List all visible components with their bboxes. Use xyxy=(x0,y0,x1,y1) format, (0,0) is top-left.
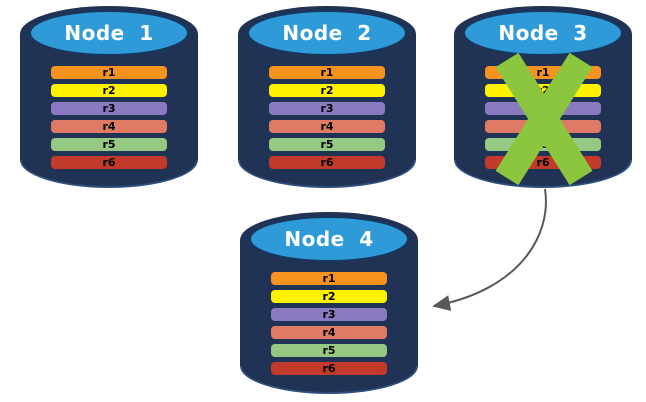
record-bar: r4 xyxy=(269,120,385,133)
record-bar: r1 xyxy=(51,66,167,79)
db-node-1: Node 1 r1 r2 r3 r4 r5 r6 xyxy=(20,6,198,188)
record-bar: r3 xyxy=(271,308,387,321)
failover-arrow-path xyxy=(432,188,547,311)
record-bar: r1 xyxy=(269,66,385,79)
node-title: Node 2 xyxy=(282,21,372,45)
failure-x-icon xyxy=(495,52,593,186)
record-bar: r5 xyxy=(269,138,385,151)
cylinder-lid xyxy=(29,10,189,56)
record-bar: r3 xyxy=(51,102,167,115)
record-bar: r5 xyxy=(51,138,167,151)
cylinder-lid xyxy=(463,10,623,56)
node-title: Node 1 xyxy=(64,21,154,45)
record-bar: r3 xyxy=(269,102,385,115)
record-stack: r1 r2 r3 r4 r5 r6 xyxy=(271,272,387,380)
node-title: Node 3 xyxy=(498,21,588,45)
db-node-4: Node 4 r1 r2 r3 r4 r5 r6 xyxy=(240,212,418,394)
record-bar: r4 xyxy=(271,326,387,339)
record-bar: r2 xyxy=(51,84,167,97)
node-title: Node 4 xyxy=(284,227,374,251)
failure-x-stroke xyxy=(495,52,593,186)
record-bar: r6 xyxy=(51,156,167,169)
cylinder-lid xyxy=(249,216,409,262)
db-node-3: Node 3 r1 r2 r3 r4 r5 r6 xyxy=(454,6,632,188)
record-bar: r5 xyxy=(271,344,387,357)
record-bar: r2 xyxy=(269,84,385,97)
record-bar: r1 xyxy=(271,272,387,285)
cylinder-lid xyxy=(247,10,407,56)
record-stack: r1 r2 r3 r4 r5 r6 xyxy=(51,66,167,174)
record-bar: r2 xyxy=(271,290,387,303)
record-bar: r6 xyxy=(271,362,387,375)
record-bar: r4 xyxy=(51,120,167,133)
record-bar: r6 xyxy=(269,156,385,169)
record-stack: r1 r2 r3 r4 r5 r6 xyxy=(269,66,385,174)
db-node-2: Node 2 r1 r2 r3 r4 r5 r6 xyxy=(238,6,416,188)
